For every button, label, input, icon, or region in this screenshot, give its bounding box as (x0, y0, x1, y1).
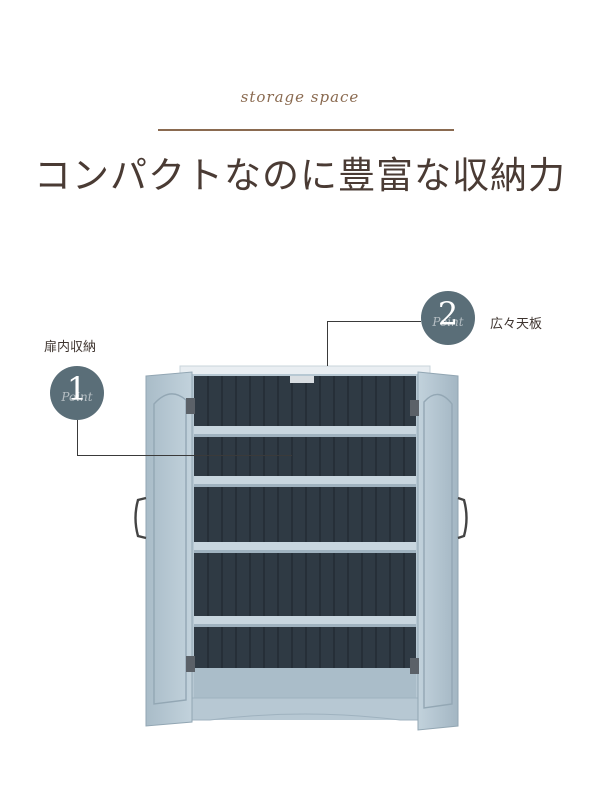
right-door-panel (423, 393, 453, 709)
left-hinge-bottom (186, 656, 195, 672)
right-hinge-bottom (410, 658, 419, 674)
shelves (194, 426, 416, 627)
point-1-badge: 1 Point (50, 366, 104, 420)
right-hinge-top (410, 400, 419, 416)
back-plate (290, 376, 314, 383)
divider-rule (158, 129, 454, 131)
right-door (417, 371, 459, 731)
left-door (145, 371, 193, 727)
subtitle-script: storage space (240, 88, 360, 106)
point-2-number: 2 (437, 295, 459, 333)
cabinet-interior (194, 376, 416, 676)
left-hinge-top (186, 398, 195, 414)
point-1-label: 扉内収納 (44, 340, 97, 355)
left-door-panel (153, 393, 187, 705)
cabinet-plinth (185, 697, 425, 721)
right-door-handle-icon (457, 496, 468, 540)
point-1-word: Point (61, 390, 93, 404)
point-2-label: 広々天板 (490, 317, 543, 332)
leader-line-1-vertical (77, 420, 78, 455)
point-2-word: Point (432, 315, 464, 329)
point-2-badge: 2 Point (421, 291, 475, 345)
left-door-handle-icon (134, 496, 147, 540)
headline: コンパクトなのに豊富な収納力 (34, 154, 566, 197)
cabinet-floor (194, 668, 416, 698)
leader-line-2-horizontal (327, 321, 421, 322)
leader-line-1-horizontal (77, 455, 292, 456)
point-1-number: 1 (66, 370, 88, 408)
leader-line-2-vertical (327, 321, 328, 366)
cabinet-top-board (179, 365, 431, 376)
